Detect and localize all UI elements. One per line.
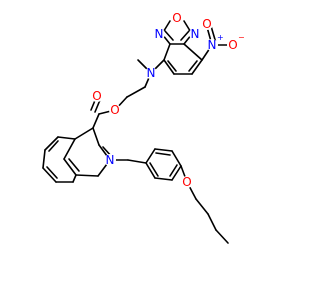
bond <box>180 30 190 41</box>
bond <box>145 162 156 179</box>
bond <box>63 158 77 176</box>
label-backdrop <box>153 28 165 40</box>
bond <box>215 229 229 244</box>
benzoxadiazole-nitrogen-right-label: N <box>191 27 200 41</box>
bond <box>163 59 175 75</box>
ether-oxygen-label: O <box>182 175 191 189</box>
bond <box>154 148 173 152</box>
label-backdrop <box>227 39 239 51</box>
bond <box>167 60 177 72</box>
bond <box>171 165 182 181</box>
amine-nitrogen-label: N <box>147 66 156 80</box>
label-backdrop <box>206 39 218 51</box>
bond <box>126 86 146 98</box>
bond <box>72 174 77 183</box>
bond <box>92 127 100 146</box>
atom-label-layer: O N N N + O O − N O O N O <box>91 11 245 189</box>
label-backdrop <box>91 90 103 102</box>
bond <box>94 99 101 113</box>
bond <box>207 213 217 231</box>
bond <box>42 167 57 183</box>
carbonyl-oxygen-label: O <box>92 89 101 103</box>
nitro-oxygen-top-label: O <box>202 17 211 31</box>
bond <box>191 59 203 75</box>
nitro-nitrogen-charge: + <box>217 33 224 42</box>
label-backdrop <box>171 12 183 24</box>
bond <box>183 43 203 61</box>
bond <box>44 136 59 151</box>
bond <box>164 30 174 41</box>
bond <box>195 198 209 215</box>
nitro-oxygen-charge: − <box>238 33 245 42</box>
quinoline-nitrogen-label: N <box>106 153 115 167</box>
bond <box>75 174 99 177</box>
bond <box>188 60 198 72</box>
label-backdrop <box>109 104 121 116</box>
bond <box>171 150 182 167</box>
nitro-nitrogen-label: N <box>208 38 217 52</box>
bond <box>127 159 147 164</box>
ester-oxygen-label: O <box>110 103 119 117</box>
label-backdrop <box>201 18 213 30</box>
label-backdrop <box>189 28 201 40</box>
bond <box>57 136 76 140</box>
bond <box>155 152 171 156</box>
bond <box>92 113 100 129</box>
label-backdrop <box>145 67 157 79</box>
bond <box>46 166 58 179</box>
bond <box>42 149 46 169</box>
bond <box>145 148 156 164</box>
bond <box>154 177 173 181</box>
label-backdrop <box>181 176 193 188</box>
nitro-oxygen-right-label: O <box>228 38 237 52</box>
bond <box>68 158 80 172</box>
bond <box>169 164 178 177</box>
bond <box>48 140 59 152</box>
benzoxadiazole-nitrogen-left-label: N <box>155 27 164 41</box>
label-backdrop <box>104 154 116 166</box>
molecule-structure: O N N N + O O − N O O N O <box>42 11 245 244</box>
bond <box>74 127 94 140</box>
benzoxadiazole-oxygen-label: O <box>172 11 181 25</box>
bond-layer <box>42 20 231 244</box>
bond <box>149 162 159 177</box>
bond <box>63 138 76 160</box>
bond <box>163 43 171 61</box>
